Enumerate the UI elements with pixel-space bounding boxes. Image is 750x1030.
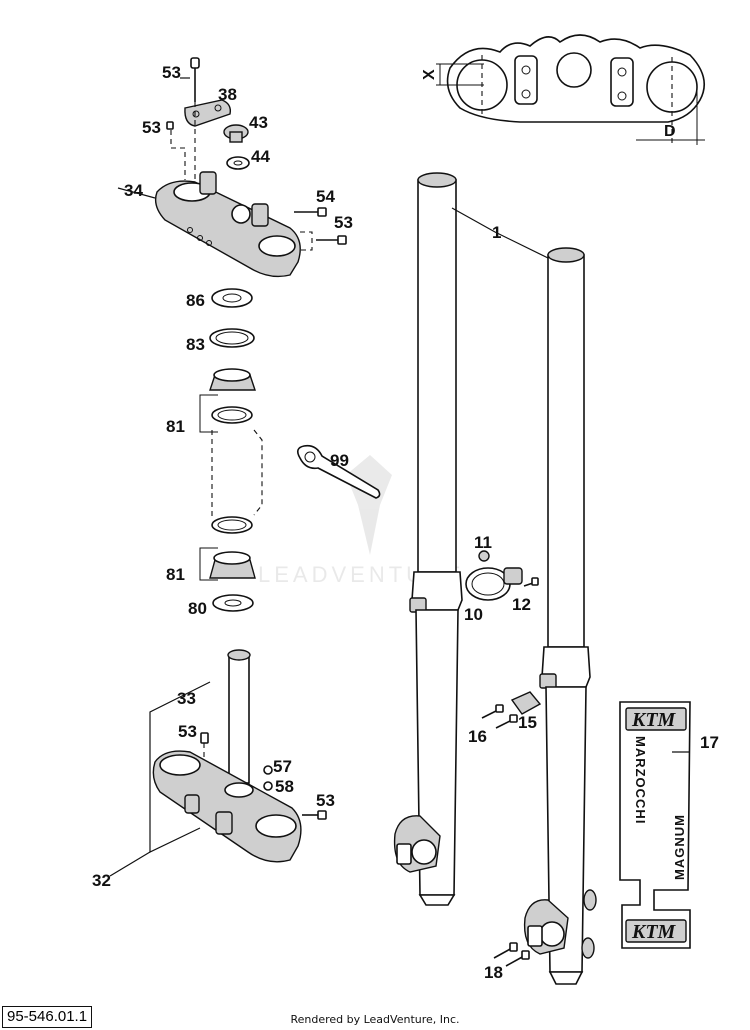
- callout-34: 34: [124, 181, 143, 200]
- decal-brand: MARZOCCHI: [633, 736, 648, 824]
- callout-53-top: 53: [162, 63, 181, 82]
- left-fork-leg: [393, 172, 463, 906]
- callout-1: 1: [492, 223, 501, 242]
- render-credit: Rendered by LeadVenture, Inc.: [290, 1013, 460, 1026]
- decal-logo-top: KTM: [631, 709, 677, 731]
- callout-10: 10: [464, 605, 483, 624]
- axle-clamp-screws: [493, 942, 530, 967]
- callout-80: 80: [188, 599, 207, 618]
- callout-43: 43: [249, 113, 268, 132]
- callout-99: 99: [330, 451, 349, 470]
- upper-triple-clamp: [154, 171, 301, 278]
- spanner-wrench: [296, 444, 381, 499]
- decal-sheet: KTM MARZOCCHI MAGNUM KTM: [619, 701, 691, 949]
- fork-guard-clamp: [465, 550, 539, 601]
- callout-53-right: 53: [334, 213, 353, 232]
- callout-53-lower-right: 53: [316, 791, 335, 810]
- callout-16: 16: [468, 727, 487, 746]
- callout-54: 54: [316, 187, 335, 206]
- dimension-d-label: D: [664, 123, 676, 140]
- callout-18: 18: [484, 963, 503, 982]
- triple-clamp-dimension-detail: X D: [421, 34, 706, 145]
- callout-17: 17: [700, 733, 719, 752]
- callout-86: 86: [186, 291, 205, 310]
- callout-12: 12: [512, 595, 531, 614]
- callout-81-lower: 81: [166, 565, 185, 584]
- callout-58: 58: [275, 777, 294, 796]
- callout-38: 38: [218, 85, 237, 104]
- callout-15: 15: [518, 713, 537, 732]
- plug-and-washer: [223, 124, 250, 170]
- callout-57: 57: [273, 757, 292, 776]
- decal-logo-bottom: KTM: [631, 921, 677, 943]
- callout-33: 33: [177, 689, 196, 708]
- clamp-bolts-upper: [294, 207, 347, 245]
- decal-model: MAGNUM: [672, 814, 687, 880]
- bolt-small: [166, 121, 174, 130]
- callout-44: 44: [251, 147, 270, 166]
- right-fork-leg: [523, 247, 597, 985]
- callout-53-lower: 53: [178, 722, 197, 741]
- callout-11: 11: [474, 533, 492, 552]
- guard-block-and-screws: [481, 691, 542, 729]
- steering-stem-lower-clamp: [149, 649, 327, 863]
- dimension-x-label: X: [421, 69, 438, 80]
- callout-32: 32: [92, 871, 111, 890]
- bearing-stack: [199, 288, 263, 612]
- callout-81-upper: 81: [166, 417, 185, 436]
- callout-83: 83: [186, 335, 205, 354]
- bolt-top: [190, 57, 200, 102]
- diagram-part-number: 95-546.01.1: [2, 1006, 93, 1028]
- callout-53-small: 53: [142, 118, 161, 137]
- handlebar-clamp: [184, 99, 232, 127]
